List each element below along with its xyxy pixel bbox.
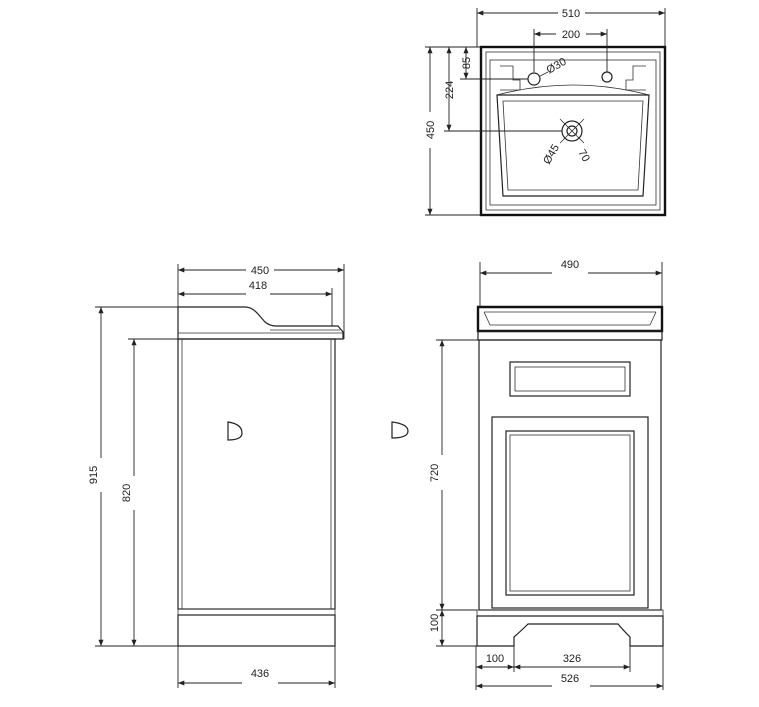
door-inset	[505, 430, 635, 596]
label-tap-hole: Ø30	[545, 56, 569, 77]
dim-side-top-width: 450	[251, 265, 269, 277]
dim-plinth-height: 100	[429, 614, 441, 632]
dim-top-width: 510	[562, 8, 580, 20]
side-plinth	[177, 614, 336, 647]
front-plinth	[476, 615, 664, 647]
dim-total-height: 915	[88, 466, 100, 484]
dim-side-plinth-width: 436	[251, 668, 269, 680]
label-waste-hole: Ø45	[541, 142, 562, 166]
side-view: 450 418 915 820 436	[88, 264, 345, 688]
drawer-panel	[509, 361, 631, 397]
label-waste-ring: 70	[575, 148, 592, 165]
front-plinth-moulding	[476, 609, 664, 617]
dim-cutout-offset: 100	[486, 653, 504, 665]
door-inset-inner	[509, 434, 631, 592]
side-handle-icon	[227, 421, 243, 441]
front-view: 490 720 100 100 326 526	[429, 259, 664, 690]
side-cabinet	[177, 338, 336, 610]
dim-front-cabinet-height: 720	[429, 464, 441, 482]
dim-tap-offset: 85	[461, 57, 473, 69]
basin-bowl	[496, 94, 650, 197]
right-soap-dish	[625, 65, 646, 91]
dim-side-inner-width: 418	[249, 280, 267, 292]
dim-cabinet-height: 820	[121, 484, 133, 502]
basin-inner-rim	[489, 59, 657, 206]
waste-hole	[566, 125, 578, 137]
top-view: 510 200 450 85 224 Ø30 Ø45 70	[425, 8, 667, 217]
section-marker-icon	[391, 421, 409, 439]
side-basin-profile	[177, 306, 344, 340]
front-basin-top	[476, 305, 664, 333]
dim-top-depth: 450	[425, 121, 437, 139]
door-panel	[491, 416, 649, 609]
dim-front-plinth-width: 526	[561, 673, 579, 685]
front-basin-lip	[477, 330, 663, 341]
tap-hole-left	[527, 72, 541, 86]
dim-front-width: 490	[561, 259, 579, 271]
dim-waste-offset: 224	[444, 81, 456, 99]
dim-cutout-width: 326	[563, 653, 581, 665]
tap-hole-right	[601, 71, 613, 83]
dim-tap-spacing: 200	[562, 29, 580, 41]
drawer-panel-inner	[514, 366, 626, 392]
side-plinth-moulding	[177, 608, 336, 616]
left-soap-dish	[500, 65, 521, 91]
basin-back-curve	[496, 84, 650, 96]
basin-bowl-inner	[502, 100, 644, 191]
